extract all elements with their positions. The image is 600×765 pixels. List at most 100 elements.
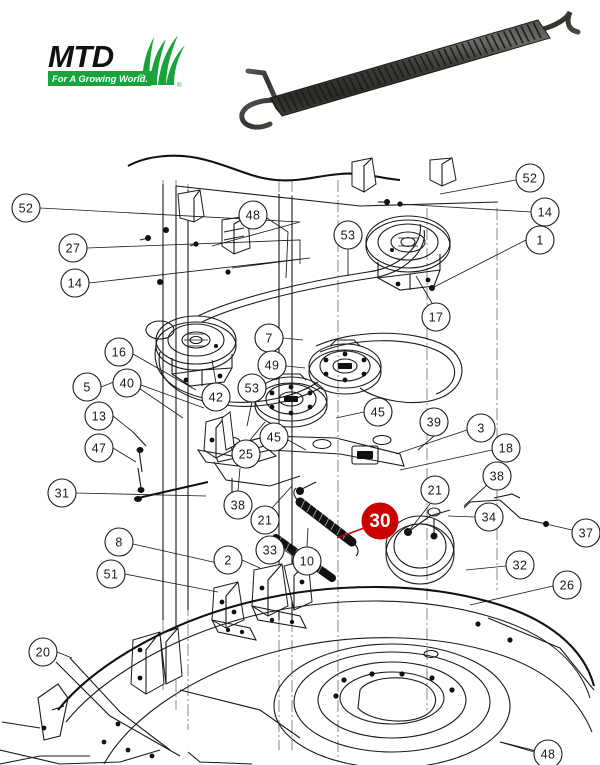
callout-10[interactable]: 10: [292, 527, 322, 576]
callout-52[interactable]: 52: [439, 163, 545, 195]
callout-bubble[interactable]: [571, 518, 600, 548]
callout-21[interactable]: 21: [250, 485, 293, 535]
callout-number: 49: [265, 359, 280, 373]
callout-leader-line: [282, 337, 304, 341]
callout-bubble[interactable]: [84, 401, 114, 431]
callout-number: 34: [482, 511, 497, 525]
callout-bubble[interactable]: [421, 302, 451, 332]
callout-bubble[interactable]: [250, 505, 280, 535]
callout-bubble[interactable]: [223, 490, 253, 520]
callout-42[interactable]: 42: [201, 359, 231, 412]
callout-32[interactable]: 32: [465, 550, 535, 580]
callout-bubble[interactable]: [419, 407, 449, 437]
callout-leader-line: [39, 207, 301, 247]
callout-31[interactable]: 31: [47, 478, 207, 508]
callout-bubble[interactable]: [58, 233, 88, 263]
callout-bubble[interactable]: [60, 268, 90, 298]
callout-16[interactable]: 16: [104, 337, 197, 391]
callout-leader-line: [336, 527, 365, 539]
callout-53[interactable]: 53: [237, 373, 267, 427]
callout-bubble[interactable]: [84, 433, 114, 463]
callout-1[interactable]: 1: [431, 225, 555, 289]
callout-52[interactable]: 52: [11, 193, 301, 247]
callout-20[interactable]: 20: [28, 637, 73, 667]
callout-bubble[interactable]: [96, 559, 126, 589]
callout-39[interactable]: 39: [417, 407, 449, 451]
callout-bubble[interactable]: [112, 368, 142, 398]
callout-7[interactable]: 7: [254, 323, 304, 353]
callout-leader-line: [271, 485, 293, 509]
callout-bubble[interactable]: [72, 372, 102, 402]
callout-number: 40: [120, 377, 135, 391]
callout-bubble[interactable]: [11, 193, 41, 223]
callout-bubble[interactable]: [238, 200, 268, 230]
callout-bubble[interactable]: [515, 163, 545, 193]
callout-48[interactable]: 48: [238, 200, 289, 279]
callout-bubble[interactable]: [47, 478, 77, 508]
callout-bubble[interactable]: [420, 475, 450, 505]
callout-48[interactable]: 48: [499, 739, 563, 765]
callout-2[interactable]: 2: [213, 545, 261, 575]
pulley-spindle-left: [155, 315, 237, 387]
callout-45[interactable]: 45: [335, 397, 393, 427]
callout-51[interactable]: 51: [96, 559, 219, 593]
callout-bubble[interactable]: [474, 502, 504, 532]
callout-bubble[interactable]: [104, 337, 134, 367]
part-30-spring: [293, 487, 359, 557]
callout-14[interactable]: 14: [398, 197, 560, 227]
callout-bubble[interactable]: [530, 197, 560, 227]
callout-bubble[interactable]: [231, 439, 261, 469]
callout-3[interactable]: 3: [395, 413, 496, 455]
callout-number: 14: [538, 206, 553, 220]
callout-40[interactable]: 40: [112, 368, 205, 409]
callout-21[interactable]: 21: [407, 475, 450, 533]
callout-34[interactable]: 34: [447, 502, 504, 532]
callout-bubble[interactable]: [482, 461, 512, 491]
callout-bubble[interactable]: [28, 637, 58, 667]
callout-number: 38: [490, 470, 505, 484]
callout-27[interactable]: 27: [58, 233, 301, 264]
callout-bubble[interactable]: [552, 570, 582, 600]
callout-17[interactable]: 17: [415, 275, 451, 332]
callout-5[interactable]: 5: [72, 372, 184, 419]
callout-bubble[interactable]: [213, 545, 243, 575]
callout-37[interactable]: 37: [545, 518, 600, 548]
callout-number: 30: [369, 511, 390, 532]
callout-leader-line: [335, 411, 365, 419]
callout-bubble[interactable]: [201, 382, 231, 412]
callout-38[interactable]: 38: [223, 467, 253, 520]
callout-bubble[interactable]: [292, 546, 322, 576]
bracket-lower-right: [251, 559, 313, 629]
callout-number: 14: [68, 277, 83, 291]
callout-leader-line: [246, 401, 253, 427]
callout-26[interactable]: 26: [469, 570, 582, 606]
callout-bubble[interactable]: [257, 350, 287, 380]
callout-bubble[interactable]: [491, 433, 521, 463]
callout-leader-line: [112, 447, 137, 463]
callout-14[interactable]: 14: [60, 257, 311, 298]
callout-bubble[interactable]: [361, 502, 399, 540]
callout-bubble[interactable]: [363, 397, 393, 427]
callout-bubble[interactable]: [237, 373, 267, 403]
callout-bubble[interactable]: [259, 422, 289, 452]
callout-bubble[interactable]: [333, 220, 363, 250]
callout-bubble[interactable]: [104, 527, 134, 557]
callout-53[interactable]: 53: [333, 220, 363, 276]
callout-25[interactable]: 25: [231, 421, 266, 469]
callout-bubble[interactable]: [255, 535, 285, 565]
callout-bubble[interactable]: [466, 413, 496, 443]
callout-45[interactable]: 45: [259, 422, 307, 452]
callout-bubble[interactable]: [505, 550, 535, 580]
callout-38[interactable]: 38: [463, 461, 512, 507]
callout-18[interactable]: 18: [399, 433, 521, 471]
callout-13[interactable]: 13: [84, 401, 134, 433]
callout-30[interactable]: 30: [336, 502, 399, 540]
callout-bubble[interactable]: [533, 739, 563, 765]
callout-47[interactable]: 47: [84, 433, 137, 463]
callout-leader-line: [469, 585, 554, 606]
callout-bubble[interactable]: [525, 225, 555, 255]
callout-49[interactable]: 49: [257, 350, 306, 380]
callout-8[interactable]: 8: [104, 527, 223, 565]
callout-leader-line: [306, 527, 309, 548]
